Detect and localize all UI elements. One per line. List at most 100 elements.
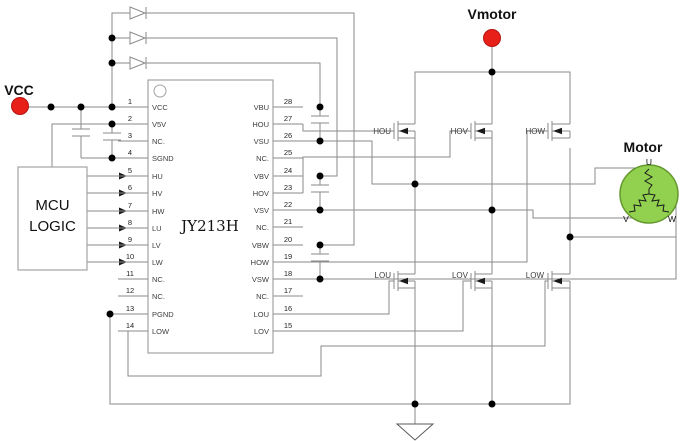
motor-winding-v bbox=[628, 193, 650, 213]
pin-name-nc21: NC. bbox=[256, 223, 269, 232]
pin-num-6: 6 bbox=[128, 183, 132, 192]
pin-num-21: 21 bbox=[284, 217, 292, 226]
pin-num-13: 13 bbox=[126, 304, 134, 313]
pin-num-8: 8 bbox=[128, 218, 132, 227]
pin-name-nc17: NC. bbox=[256, 292, 269, 301]
pin-num-24: 24 bbox=[284, 166, 292, 175]
mosfet-hou-label: HOU bbox=[373, 127, 391, 136]
pin-name-lw: LW bbox=[152, 258, 164, 267]
pin-num-25: 25 bbox=[284, 148, 292, 157]
net-lou-gate bbox=[303, 280, 394, 315]
pin-name-v5v: V5V bbox=[152, 120, 166, 129]
mosfet-hov: HOV bbox=[451, 121, 493, 141]
mosfet-lov: LOV bbox=[452, 271, 493, 291]
pin-name-vcc: VCC bbox=[152, 103, 168, 112]
net-hou-gate bbox=[302, 124, 394, 132]
vmotor-dot bbox=[483, 29, 501, 47]
pin-num-10: 10 bbox=[126, 252, 134, 261]
bootstrap-capacitor-v bbox=[311, 176, 329, 210]
mosfet-how-label: HOW bbox=[525, 127, 545, 136]
pin-num-7: 7 bbox=[128, 201, 132, 210]
net-vmotor bbox=[414, 47, 571, 124]
motor: Motor U V W bbox=[619, 139, 679, 224]
pin-num-28: 28 bbox=[284, 97, 292, 106]
pin-name-hv: HV bbox=[152, 189, 162, 198]
motor-winding-u bbox=[643, 168, 654, 194]
pin-num-18: 18 bbox=[284, 269, 292, 278]
pin-name-pgnd: PGND bbox=[152, 310, 174, 319]
mosfet-lou: LOU bbox=[375, 271, 416, 291]
net-how-gate bbox=[303, 130, 548, 263]
mosfet-hov-label: HOV bbox=[451, 127, 469, 136]
bootstrap-diode-feed bbox=[111, 12, 130, 107]
ic-title: JY213H bbox=[179, 217, 239, 235]
junction-dots bbox=[47, 34, 574, 408]
bootstrap-diode-1 bbox=[129, 6, 147, 20]
pin-num-22: 22 bbox=[284, 200, 292, 209]
vmotor-terminal: Vmotor bbox=[468, 6, 518, 47]
pin-name-vsw: VSW bbox=[252, 275, 270, 284]
vcc-dot bbox=[11, 97, 29, 115]
ic-right-pins: 28 27 26 25 24 23 22 21 20 19 18 17 16 1… bbox=[251, 97, 303, 336]
pin-name-vsu: VSU bbox=[254, 137, 269, 146]
decoupling-capacitor-1 bbox=[72, 107, 90, 158]
net-vbv bbox=[146, 37, 338, 177]
pin-num-2: 2 bbox=[128, 114, 132, 123]
net-vbu bbox=[146, 62, 321, 107]
pin-name-nc3: NC. bbox=[152, 137, 165, 146]
pin-num-19: 19 bbox=[284, 252, 292, 261]
pin-name-vsv: VSV bbox=[254, 206, 269, 215]
net-phase-v bbox=[303, 138, 640, 274]
pin-name-sgnd: SGND bbox=[152, 154, 174, 163]
net-low-gate bbox=[127, 280, 548, 377]
ground-symbol bbox=[395, 423, 435, 441]
pin-num-1: 1 bbox=[128, 97, 132, 106]
pin-num-20: 20 bbox=[284, 235, 292, 244]
pin-num-27: 27 bbox=[284, 114, 292, 123]
net-hov-gate bbox=[302, 130, 471, 193]
pin-num-5: 5 bbox=[128, 166, 132, 175]
pin-num-15: 15 bbox=[284, 321, 292, 330]
mcu-output-wires bbox=[87, 172, 148, 266]
pin-num-3: 3 bbox=[128, 131, 132, 140]
motor-label: Motor bbox=[624, 139, 663, 155]
mosfet-lou-label: LOU bbox=[375, 271, 392, 280]
pin-name-vbu: VBU bbox=[254, 103, 269, 112]
pin-name-lov: LOV bbox=[254, 327, 269, 336]
motor-terminal-w: W bbox=[668, 214, 676, 224]
mcu-label-line2: LOGIC bbox=[29, 218, 76, 235]
vcc-terminal: VCC bbox=[4, 82, 34, 115]
decoupling-capacitor-2 bbox=[103, 124, 121, 158]
ic-jy213h: JY213H 1 2 3 4 5 6 7 8 9 10 11 12 13 14 … bbox=[118, 79, 303, 354]
pin-num-16: 16 bbox=[284, 304, 292, 313]
mosfet-low: LOW bbox=[526, 271, 571, 291]
ic-left-pins: 1 2 3 4 5 6 7 8 9 10 11 12 13 14 VCC V5V… bbox=[118, 97, 174, 336]
pin-num-4: 4 bbox=[128, 148, 132, 157]
pin-num-17: 17 bbox=[284, 286, 292, 295]
pin-name-low: LOW bbox=[152, 327, 170, 336]
pin-name-nc11: NC. bbox=[152, 275, 165, 284]
mosfet-lov-label: LOV bbox=[452, 271, 469, 280]
pin-name-vbv: VBV bbox=[254, 172, 269, 181]
pin-name-hu: HU bbox=[152, 172, 163, 181]
motor-terminal-u: U bbox=[646, 157, 652, 167]
pin-num-11: 11 bbox=[126, 269, 134, 278]
pin-num-12: 12 bbox=[126, 286, 134, 295]
pin-num-14: 14 bbox=[126, 321, 134, 330]
vcc-label: VCC bbox=[4, 82, 34, 98]
pin-num-26: 26 bbox=[284, 131, 292, 140]
pin1-indicator bbox=[153, 84, 167, 98]
mcu-label-line1: MCU bbox=[35, 197, 69, 214]
pin-name-hw: HW bbox=[152, 207, 165, 216]
pin-name-how: HOW bbox=[251, 258, 270, 267]
net-phase-u bbox=[303, 138, 649, 274]
pin-name-nc25: NC. bbox=[256, 154, 269, 163]
vmotor-label: Vmotor bbox=[468, 6, 518, 22]
bootstrap-capacitor-w bbox=[311, 245, 329, 279]
net-lov-gate bbox=[303, 280, 471, 332]
pin-name-lou: LOU bbox=[254, 310, 269, 319]
pin-name-hou: HOU bbox=[252, 120, 269, 129]
pin-num-9: 9 bbox=[128, 235, 132, 244]
